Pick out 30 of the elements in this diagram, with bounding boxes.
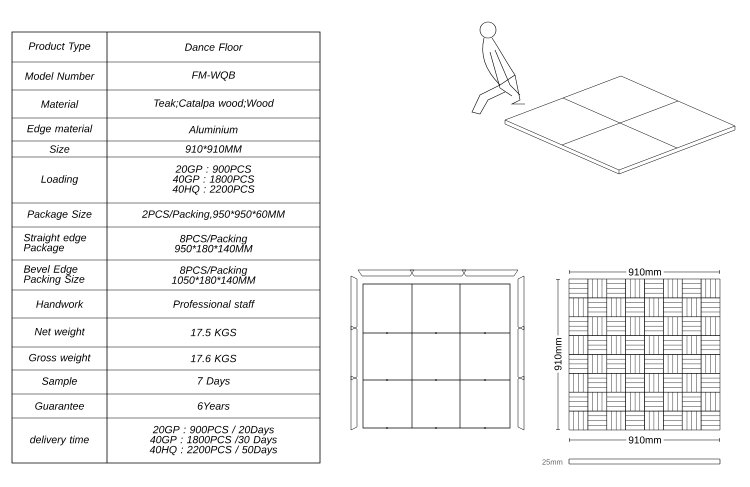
table-cell: 17.5 KGS — [190, 328, 236, 336]
table-cell: Gross weight — [29, 354, 91, 364]
table-cell: Model Number — [25, 72, 95, 80]
table-cell: Sample — [42, 377, 77, 387]
table-cell: Teak;Catalpa wood;Wood — [154, 99, 274, 109]
table-cell: Aluminium — [188, 126, 238, 134]
table-cell: Loading — [41, 175, 78, 185]
table-cell: Product Type — [28, 42, 90, 52]
table-cell: Size — [50, 145, 70, 153]
table-cell: 20GP : 900PCS 40GP : 1800PCS 40HQ : 2200PCS — [172, 165, 255, 195]
table-cell: Handwork — [36, 300, 84, 308]
table-cell: Edge material — [27, 124, 92, 134]
table-cell: Material — [41, 100, 78, 108]
table-cell: Bevel Edge Packing Size — [24, 265, 84, 285]
table-cell: Guarantee — [35, 402, 84, 410]
table-cell: 7 Days — [198, 377, 230, 387]
table-cell: Net weight — [34, 328, 85, 338]
table-cell: 17.6 KGS — [190, 354, 236, 362]
table-cell: 910*910MM — [186, 145, 242, 153]
table-cell: 8PCS/Packing 950*180*140MM — [174, 234, 253, 252]
table-cell: Package Size — [27, 210, 92, 220]
table-cell: FM-WQB — [192, 71, 235, 81]
table-cell: 6Years — [198, 402, 230, 410]
table-cell: Professional staff — [173, 300, 255, 308]
table-cell: 8PCS/Packing 1050*180*140MM — [172, 266, 256, 284]
table-cell: Dance Floor — [184, 43, 243, 51]
table-cell: Straight edge Package — [24, 234, 86, 254]
table-cell: delivery time — [30, 436, 89, 446]
table-cell: 20GP : 900PCS / 20Days 40GP : 1800PCS /30 Days 40HQ : 2200PCS / 50Days — [150, 426, 278, 456]
table-cell: 2PCS/Packing,950*950*60MM — [142, 210, 285, 220]
